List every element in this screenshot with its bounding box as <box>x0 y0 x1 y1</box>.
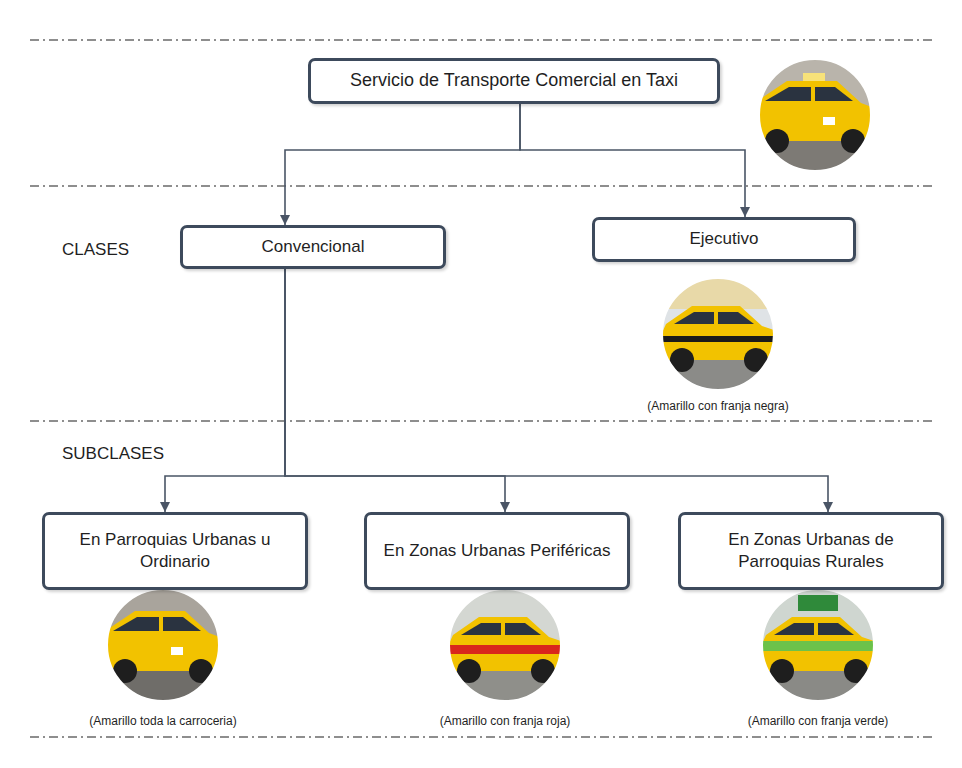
connector-arrow <box>520 104 745 217</box>
node-text: Convencional <box>261 236 364 258</box>
subclass-box: En Zonas Urbanas de Parroquias Rurales <box>678 512 944 590</box>
node-text: Ejecutivo <box>690 228 759 250</box>
separator-lines <box>30 40 935 737</box>
class-box: Ejecutivo <box>592 217 856 262</box>
section-label: SUBCLASES <box>62 444 222 464</box>
node-text: En Zonas Urbanas de Parroquias Rurales <box>693 529 929 573</box>
section-label: CLASES <box>62 240 182 260</box>
node-text: En Zonas Urbanas Periféricas <box>384 540 611 562</box>
taxi-photo <box>656 274 780 396</box>
node-text: En Parroquias Urbanas u Ordinario <box>57 529 293 573</box>
photo-caption: (Amarillo toda la carroceria) <box>43 714 283 728</box>
photo-caption: (Amarillo con franja negra) <box>598 399 838 413</box>
root-box: Servicio de Transporte Comercial en Taxi <box>308 58 720 104</box>
photo-caption: (Amarillo con franja roja) <box>385 714 625 728</box>
subclass-box: En Zonas Urbanas Periféricas <box>364 512 630 590</box>
photo-caption: (Amarillo con franja verde) <box>698 714 938 728</box>
taxi-photo <box>745 55 877 175</box>
taxi-photo <box>443 585 567 707</box>
subclass-box: En Parroquias Urbanas u Ordinario <box>42 512 308 590</box>
node-text: Servicio de Transporte Comercial en Taxi <box>350 69 678 92</box>
connector-arrow <box>285 269 828 512</box>
taxi-photo <box>756 585 880 707</box>
connector-arrow <box>165 269 285 512</box>
class-box: Convencional <box>180 225 446 269</box>
taxi-photo <box>93 585 225 707</box>
connector-arrow <box>285 104 520 225</box>
